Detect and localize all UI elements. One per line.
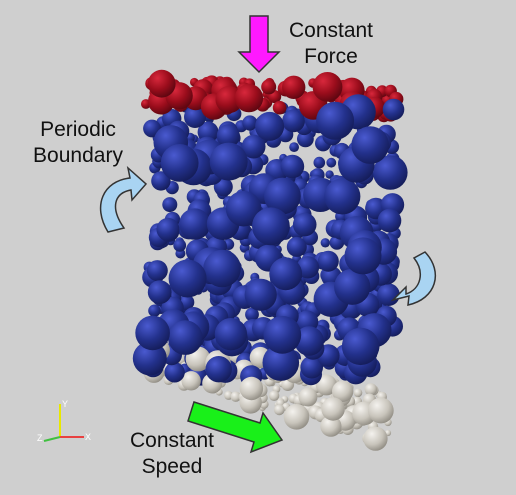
force-arrow-icon — [237, 15, 281, 74]
particle — [300, 355, 324, 379]
particle — [367, 397, 394, 424]
constant-force-label-line1: Constant — [288, 19, 374, 42]
particle — [164, 362, 185, 383]
particle — [353, 388, 363, 398]
axis-y-label: Y — [62, 399, 68, 409]
particle — [316, 101, 355, 140]
particle — [313, 156, 326, 169]
particle — [205, 356, 232, 383]
particle — [320, 238, 330, 248]
particle — [147, 280, 172, 304]
particle — [181, 371, 201, 391]
particle — [282, 109, 305, 133]
particle — [324, 178, 361, 215]
constant-speed-label-line2: Speed — [141, 455, 203, 478]
constant-speed-label: Constant Speed — [112, 428, 232, 480]
particle — [244, 278, 277, 311]
particle — [234, 83, 264, 113]
particle — [147, 69, 176, 98]
particle — [289, 142, 299, 153]
particle — [280, 154, 305, 179]
periodic-right-icon — [390, 251, 437, 306]
particle — [216, 124, 240, 148]
particle — [382, 98, 405, 121]
particle — [179, 208, 211, 240]
particle — [286, 236, 307, 257]
particle — [241, 134, 266, 159]
particle — [225, 190, 262, 227]
particle — [321, 397, 345, 421]
constant-force-label: Constant Force — [276, 18, 386, 70]
particle — [269, 257, 303, 291]
particle — [326, 157, 337, 168]
particle — [274, 404, 285, 416]
particle — [173, 239, 187, 252]
particle — [363, 426, 388, 451]
particle — [296, 256, 320, 279]
particle — [184, 106, 206, 128]
axis-z-label: Z — [37, 433, 43, 443]
speed-arrow-icon — [187, 401, 284, 454]
particle — [132, 341, 167, 376]
particle — [151, 171, 171, 191]
particle — [344, 237, 382, 275]
particle — [315, 374, 337, 396]
periodic-boundary-label-line1: Periodic — [40, 118, 116, 141]
particle — [341, 327, 380, 366]
particle — [168, 259, 207, 298]
particle — [268, 390, 280, 401]
axis-x-label: X — [85, 432, 91, 442]
constant-force-label-line2: Force — [304, 45, 358, 68]
particle — [239, 376, 264, 401]
particle — [252, 207, 290, 246]
axes-triad-icon: Y X Z — [37, 399, 91, 443]
particle — [209, 142, 248, 181]
particle — [377, 208, 402, 233]
particle — [364, 383, 378, 396]
particle — [245, 307, 259, 322]
particle — [242, 115, 258, 131]
particle — [148, 304, 161, 317]
particle — [230, 391, 241, 402]
particle — [298, 387, 318, 407]
particle-bed — [132, 69, 408, 451]
particle — [294, 326, 324, 356]
particle — [332, 380, 354, 402]
particle — [317, 250, 339, 272]
particle — [373, 155, 408, 190]
particle — [197, 121, 219, 143]
particle — [146, 260, 168, 282]
particle — [283, 404, 310, 430]
particle — [203, 249, 241, 288]
particle — [282, 75, 306, 100]
particle — [261, 79, 277, 95]
particle — [351, 126, 390, 164]
particle — [312, 72, 343, 102]
periodic-left-icon — [99, 165, 148, 233]
particle — [262, 344, 300, 381]
periodic-boundary-label-line2: Boundary — [33, 144, 123, 167]
particle — [272, 100, 287, 115]
particle — [156, 217, 180, 241]
particle — [160, 144, 199, 182]
particle — [135, 315, 170, 351]
particle — [377, 283, 400, 307]
particle — [297, 130, 314, 148]
particle — [168, 320, 203, 355]
particle — [325, 170, 334, 179]
particle — [264, 177, 301, 215]
particle — [255, 111, 285, 141]
particle — [334, 268, 371, 305]
particle — [214, 318, 248, 351]
particle — [320, 415, 342, 437]
particle — [263, 315, 302, 354]
particle — [162, 197, 178, 213]
constant-speed-label-line1: Constant — [129, 429, 215, 452]
periodic-boundary-label: Periodic Boundary — [18, 117, 138, 169]
particle — [292, 212, 317, 237]
